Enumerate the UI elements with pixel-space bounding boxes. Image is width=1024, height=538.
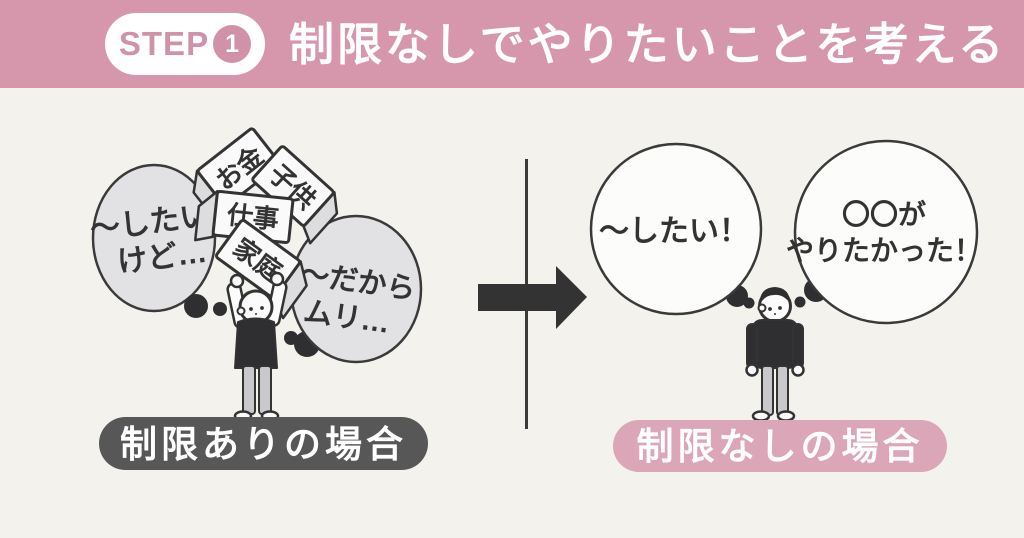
- eye: [260, 306, 264, 310]
- thought-bubble-want-but: 〜したい けど…: [88, 163, 217, 313]
- caption-without-restrictions: 制限なしの場合: [613, 420, 947, 472]
- left-scene: 〜したい けど… 〜だから ムリ… お金 子供: [88, 127, 423, 422]
- hand: [229, 273, 245, 289]
- step-label: STEP: [118, 25, 210, 62]
- person-with-restrictions: [226, 271, 288, 422]
- arm: [792, 323, 804, 369]
- thought-dot: [743, 297, 755, 309]
- page-title: 制限なしでやりたいことを考える: [289, 19, 1007, 70]
- thought-bubble-wanted: 〇〇が やりたかった！: [786, 139, 982, 325]
- eye: [249, 307, 253, 311]
- bubble-text: やりたかった！: [786, 235, 982, 266]
- hand: [269, 271, 285, 287]
- freckle: [255, 313, 257, 315]
- right-scene: 〜したい！ 〇〇が やりたかった！: [589, 139, 982, 422]
- person-without-restrictions: [745, 287, 805, 422]
- torso: [234, 317, 278, 369]
- bubble-text: 〇〇が: [842, 198, 926, 230]
- leg: [258, 365, 272, 415]
- ear: [757, 303, 767, 313]
- hand: [745, 363, 759, 377]
- hair: [759, 287, 790, 304]
- caption-with-restrictions: 制限ありの場合: [99, 417, 428, 470]
- step-number-icon: 1: [213, 25, 252, 63]
- leg: [242, 365, 256, 415]
- thought-dot: [184, 294, 208, 318]
- freckle: [774, 313, 776, 315]
- header-band: STEP 1 制限なしでやりたいことを考える: [0, 0, 1024, 88]
- eye: [768, 307, 772, 311]
- thought-bubble-want: 〜したい！: [589, 142, 763, 316]
- thought-dot: [794, 296, 806, 308]
- transform-arrow-icon: [478, 266, 587, 329]
- eye: [778, 306, 782, 310]
- leg: [761, 365, 774, 416]
- hand: [791, 363, 805, 377]
- thought-dot: [213, 302, 227, 316]
- torso: [751, 319, 799, 369]
- burden-box-children: 子供: [251, 145, 339, 245]
- thought-bubble-impossible: 〜だから ムリ…: [289, 214, 423, 364]
- ear: [236, 306, 246, 316]
- step-badge: STEP 1: [105, 13, 265, 75]
- thought-dot: [284, 331, 298, 345]
- arm: [746, 323, 758, 369]
- bubble-text: 〜したい！: [599, 215, 749, 248]
- leg: [776, 365, 789, 416]
